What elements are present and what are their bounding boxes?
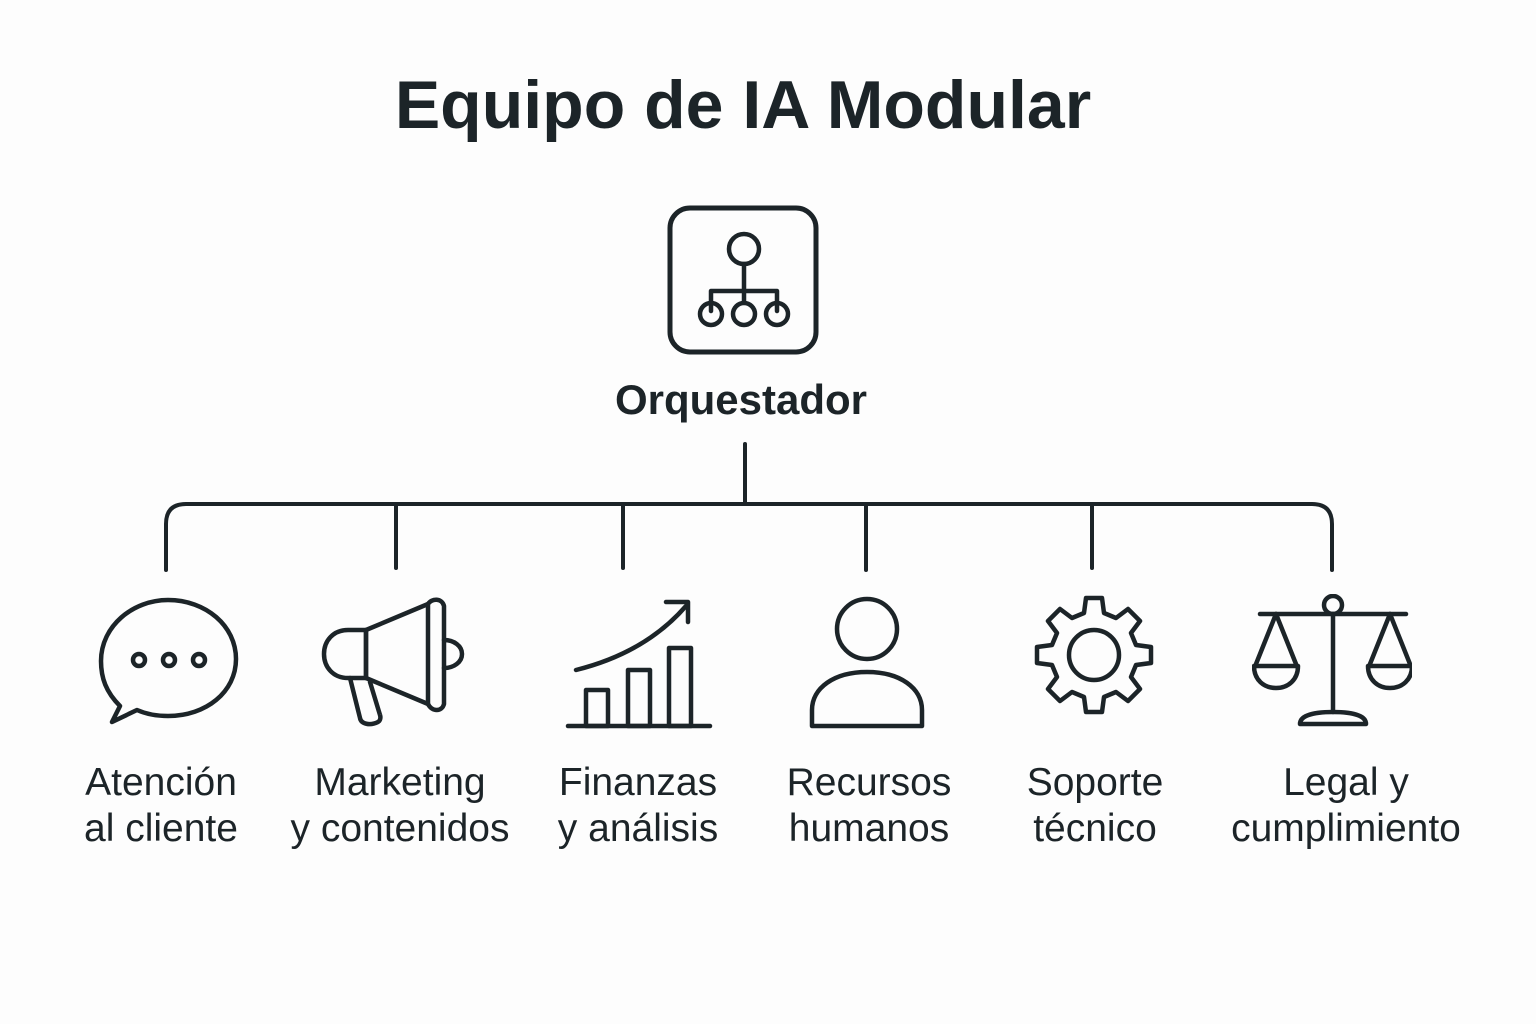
department-label: Marketing y contenidos — [290, 761, 510, 850]
orchestrator-label: Orquestador — [614, 376, 868, 423]
growth-chart-icon — [565, 599, 713, 729]
megaphone-icon — [321, 597, 465, 727]
department-label: Recursos humanos — [786, 761, 952, 850]
scales-icon — [1252, 594, 1412, 727]
department-label: Soporte técnico — [1026, 761, 1164, 850]
person-icon — [809, 596, 925, 729]
department-label: Finanzas y análisis — [557, 761, 719, 850]
hierarchy-icon — [667, 205, 819, 355]
department-label: Atención al cliente — [84, 761, 238, 850]
department-label: Legal y cumplimiento — [1231, 761, 1461, 850]
gear-icon — [1034, 595, 1154, 715]
diagram-title: Equipo de IA Modular — [394, 67, 1092, 143]
orchestrator-node — [667, 205, 819, 355]
chat-bubble-icon — [98, 597, 239, 725]
